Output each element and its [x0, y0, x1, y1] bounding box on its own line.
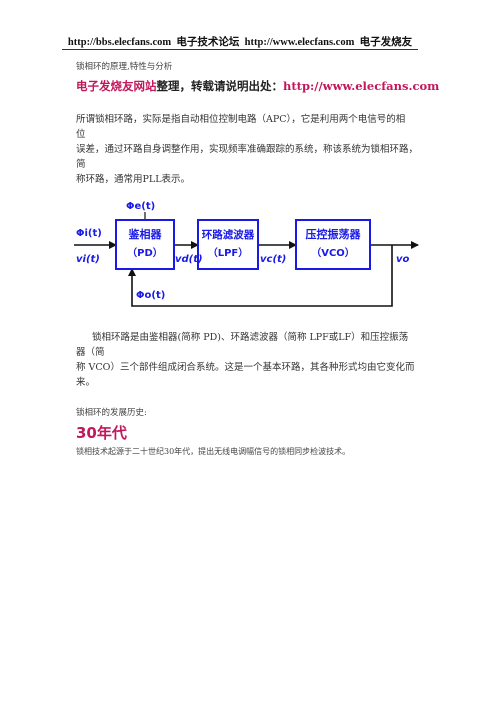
- body-line: 来。: [76, 377, 96, 388]
- label-v-c: vc(t): [260, 254, 286, 265]
- label-v-o: vo: [396, 254, 410, 265]
- pll-block-diagram: 鉴相器 （PD） 环路滤波器 （LPF） 压控振荡器 （VCO） Φi(t) v…: [74, 201, 419, 307]
- decade-heading: 30年代: [76, 424, 127, 442]
- header-url-bbs[interactable]: http://bbs.elecfans.com: [67, 37, 172, 48]
- feedback-path: [128, 245, 393, 307]
- block-vco: 压控振荡器 （VCO）: [295, 219, 371, 270]
- notice-text: 整理，转载请说明出处：: [156, 79, 284, 93]
- notice-site: 电子发烧友网站: [76, 79, 157, 93]
- intro-line: 所谓锁相环路，实际是指自动相位控制电路（APC），它是利用两个电信号的相: [76, 114, 406, 125]
- doc-subtitle: 锁相环的原理,特性与分析: [76, 62, 173, 72]
- vco-abbr: （VCO）: [311, 246, 355, 259]
- block-phase-detector: 鉴相器 （PD）: [115, 219, 175, 270]
- label-phi-e: Φe(t): [126, 201, 155, 212]
- body-line: 器（简: [76, 347, 105, 358]
- source-notice: 电子发烧友网站整理，转载请说明出处：http://www.elecfans.co…: [76, 78, 439, 94]
- intro-line: 误差，通过环路自身调整作用，实现频率准确跟踪的系统，称该系统为锁相环路，: [76, 144, 419, 155]
- intro-line: 简: [76, 159, 86, 170]
- label-phi-i: Φi(t): [76, 228, 102, 239]
- header-rule: [62, 49, 418, 50]
- lpf-abbr: （LPF）: [208, 246, 249, 259]
- pd-name: 鉴相器: [128, 227, 163, 241]
- body-line: 锁相环路是由鉴相器(简称 PD)、环路滤波器（简称 LPF或LF）和压控振荡: [92, 332, 409, 343]
- body-line: 称 VCO）三个部件组成闭合系统。这是一个基本环路，其各种形式均由它变化而: [76, 362, 415, 373]
- lpf-name: 环路滤波器: [202, 228, 255, 241]
- header-brand: 电子发烧友: [359, 37, 413, 48]
- intro-line: 位: [76, 129, 86, 140]
- header-url-main[interactable]: http://www.elecfans.com: [244, 37, 355, 48]
- vco-name: 压控振荡器: [306, 227, 362, 241]
- block-loop-filter: 环路滤波器 （LPF）: [197, 219, 259, 270]
- history-paragraph: 锁相技术起源于二十世纪30年代，提出无线电调幅信号的锁相同步检波技术。: [76, 447, 351, 456]
- intro-paragraph: 所谓锁相环路，实际是指自动相位控制电路（APC），它是利用两个电信号的相 位 误…: [76, 112, 418, 187]
- pd-abbr: （PD）: [127, 246, 163, 259]
- label-v-d: vd(t): [175, 254, 203, 265]
- history-heading: 锁相环的发展历史:: [76, 408, 147, 418]
- body-paragraph: 锁相环路是由鉴相器(简称 PD)、环路滤波器（简称 LPF或LF）和压控振荡 器…: [76, 330, 420, 390]
- label-v-i: vi(t): [76, 254, 100, 265]
- page-header: http://bbs.elecfans.com 电子技术论坛 http://ww…: [62, 34, 418, 49]
- intro-line: 称环路，通常用PLL表示。: [76, 174, 191, 185]
- header-forum: 电子技术论坛: [176, 37, 240, 48]
- notice-url[interactable]: http://www.elecfans.com: [283, 79, 440, 93]
- label-phi-o: Φo(t): [136, 290, 165, 301]
